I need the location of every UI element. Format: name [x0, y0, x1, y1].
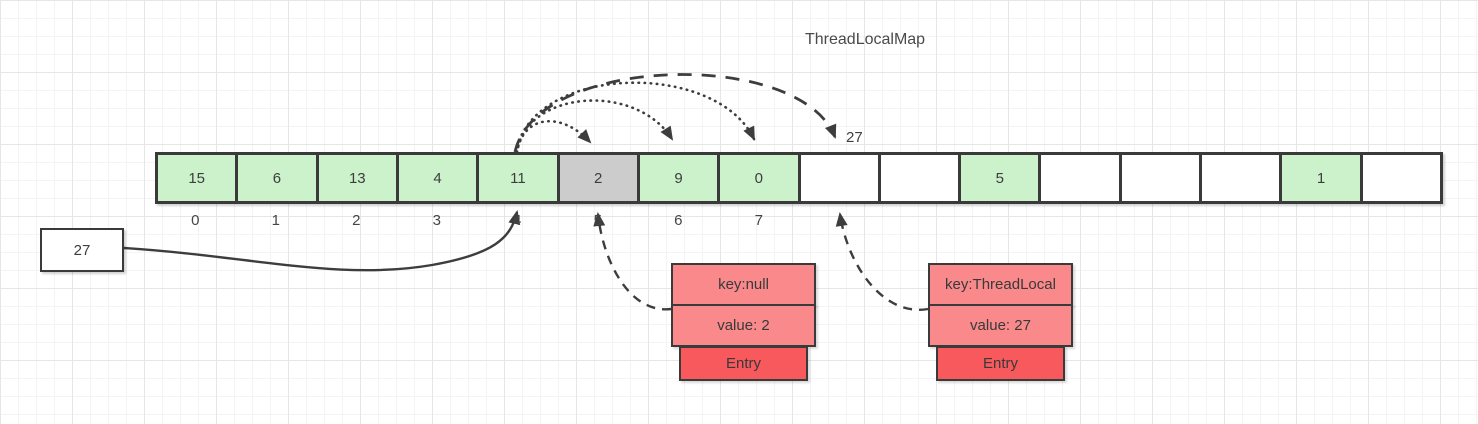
array-cell-4: 11 [476, 155, 557, 201]
index-label-2: 2 [352, 212, 361, 229]
index-label-5: 5 [593, 212, 602, 229]
array-cell-1: 6 [235, 155, 316, 201]
array-cell-15 [1359, 155, 1440, 201]
array-cell-10: 5 [958, 155, 1039, 201]
array-cell-8 [797, 155, 878, 201]
probe-arc-to-index-6 [515, 99, 674, 154]
entry-value-field: value: 27 [928, 303, 1073, 347]
index-label-4: 4 [513, 212, 522, 229]
array-cell-14: 1 [1279, 155, 1360, 201]
index-label-0: 0 [191, 212, 200, 229]
probe-arc-to-index-8 [513, 73, 837, 153]
array-cell-6: 9 [636, 155, 718, 201]
array-cell-0: 15 [158, 155, 236, 201]
array-cell-3: 4 [395, 155, 477, 201]
array-cell-7: 0 [717, 155, 798, 201]
index-label-3: 3 [432, 212, 441, 229]
index-label-row: 0 1 2 3 4 5 6 7 [155, 212, 1443, 232]
index-label-1: 1 [271, 212, 280, 229]
diagram-title: ThreadLocalMap [805, 31, 926, 48]
array-cell-12 [1118, 155, 1200, 201]
incoming-value-box: 27 [40, 228, 124, 272]
array-cell-2: 13 [315, 155, 396, 201]
entry-struct-null: key:null value: 2 Entry [671, 263, 816, 381]
entry-type-tab: Entry [936, 345, 1065, 381]
entry-key-field: key:ThreadLocal [928, 263, 1073, 306]
probe-arc-to-index-7 [514, 81, 756, 154]
incoming-value-label: 27 [73, 241, 91, 259]
index-label-6: 6 [674, 212, 683, 229]
array-cell-9 [877, 155, 959, 201]
entry-key-field: key:null [671, 263, 816, 306]
probe-arc-to-index-5 [515, 119, 592, 155]
entry-value-field: value: 2 [671, 303, 816, 347]
index-label-7: 7 [754, 212, 763, 229]
entry-type-tab: Entry [679, 345, 808, 381]
entry-struct-threadlocal: key:ThreadLocal value: 27 Entry [928, 263, 1073, 381]
array-cell-5: 2 [556, 155, 637, 201]
array-cell-11 [1038, 155, 1119, 201]
array-cell-13 [1199, 155, 1280, 201]
hash-result-label: 27 [846, 129, 863, 146]
